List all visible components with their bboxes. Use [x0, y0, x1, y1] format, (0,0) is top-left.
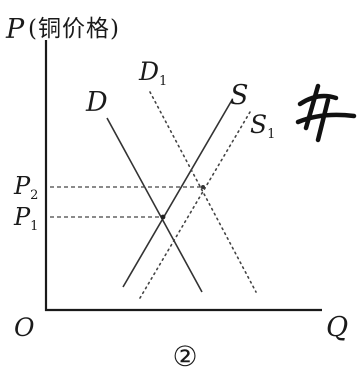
equilibrium-point-2 [201, 185, 205, 189]
origin-label: O [14, 313, 35, 342]
y-axis-label-paren: (铜价格) [28, 16, 120, 42]
figure-number: ② [172, 340, 197, 373]
demand-shifted-label: D1 [138, 57, 167, 89]
x-axis-label: Q [326, 312, 348, 343]
p2-label: P2 [13, 172, 38, 203]
demand-curve-d [106, 117, 203, 293]
y-axis-label-symbol: P [5, 14, 25, 45]
supply-curve-s1 [139, 111, 251, 299]
equilibrium-point-1 [160, 214, 166, 220]
supply-curve-s [122, 99, 233, 288]
supply-label: S [230, 80, 249, 111]
demand-label: D [85, 87, 108, 118]
demand-curve-d1 [149, 91, 257, 293]
handwritten-scribble [295, 83, 357, 143]
p1-label: P1 [13, 203, 38, 234]
supply-shifted-label: S1 [250, 110, 275, 142]
